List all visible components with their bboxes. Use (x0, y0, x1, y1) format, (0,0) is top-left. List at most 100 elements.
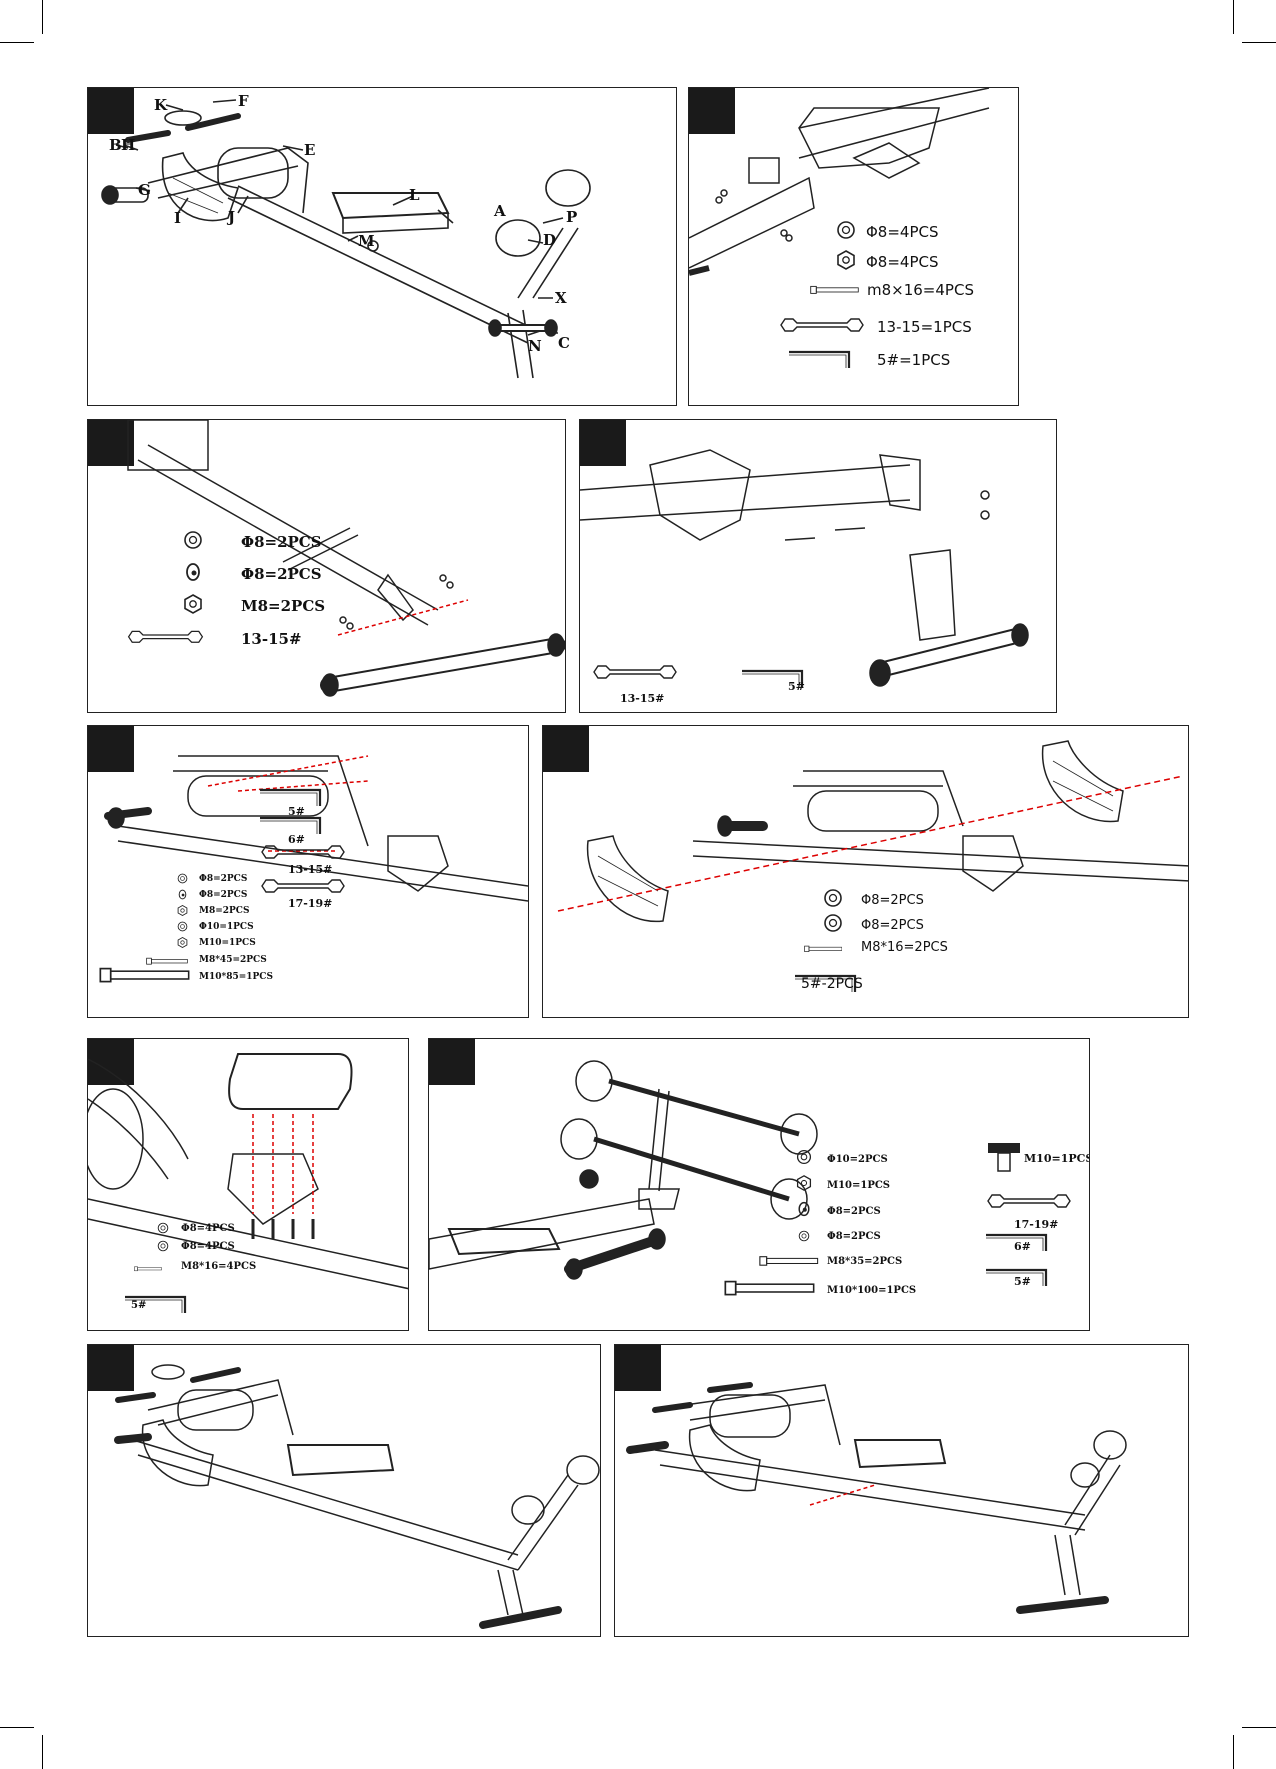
step-badge (429, 1039, 475, 1085)
washer-icon (173, 917, 191, 936)
tool-size-label: 17-19# (1014, 1218, 1059, 1231)
wrench-icon (258, 840, 348, 868)
crop-mark (42, 0, 43, 34)
washer-icon (789, 1149, 819, 1169)
part-row: Φ8=2PCS (813, 888, 924, 912)
bolt-icon (793, 938, 853, 957)
callout-label: K (154, 96, 168, 114)
part-row: Φ10=1PCS (173, 917, 254, 936)
part-row: M10*85=1PCS (98, 966, 273, 988)
part-quantity-label: m8×16=4PCS (867, 280, 974, 299)
step-badge (88, 420, 134, 466)
tool-item: 17-19# (258, 874, 348, 909)
step-panel-4: M8*55=1PCSM8*50=1PCSΦ8=2PCSM8=2PCS13-15#… (579, 419, 1057, 713)
bolt-icon (809, 280, 859, 299)
allen-key-icon (774, 346, 869, 374)
part-row: Φ8=4PCS (153, 1237, 235, 1256)
callout-label: I (174, 209, 182, 227)
part-row: Φ8=2PCS (173, 885, 247, 904)
part-row: M8*35=2PCS (759, 1252, 902, 1271)
step-badge (88, 726, 134, 772)
callout-label: G (138, 181, 151, 199)
washer-icon (789, 1227, 819, 1246)
part-quantity-label: Φ8=2PCS (241, 533, 322, 551)
part-quantity-label: M10=1PCS (827, 1179, 891, 1191)
part-row: M10=1PCS (173, 933, 256, 952)
tool-item: 13-15# (258, 840, 348, 875)
step-badge (88, 88, 134, 134)
part-quantity-label: M8=2PCS (241, 597, 326, 615)
part-row: Φ8=2PCS (173, 869, 247, 888)
rear-stabilizer-drawing (127, 420, 565, 697)
bolt-icon (759, 1252, 819, 1271)
nut-icon (834, 250, 858, 274)
part-quantity-label: M8=2PCS (199, 905, 250, 916)
washer-icon (153, 1219, 173, 1238)
step-badge (88, 1345, 134, 1391)
bolt-icon (719, 1279, 819, 1301)
part-row: 5#-2PCS (793, 970, 863, 998)
assembled-machine-drawing (114, 1364, 600, 1629)
part-row: Φ8=2PCS (153, 562, 322, 586)
wrench-icon (984, 1189, 1074, 1217)
allen-key-icon (258, 812, 328, 840)
part-quantity-label: Φ8=2PCS (861, 892, 924, 908)
seat-drawing (88, 1053, 408, 1290)
callout-label: C (558, 334, 570, 352)
crop-mark (1242, 1727, 1276, 1728)
part-row: 13-15# (98, 626, 302, 652)
crop-mark (0, 42, 34, 43)
callout-label: A (494, 202, 506, 220)
part-quantity-label: Φ8=2PCS (241, 565, 322, 583)
part-row: Φ8=4PCS (834, 220, 939, 244)
callout-label: D (543, 231, 557, 249)
part-quantity-label: Φ8=2PCS (861, 917, 924, 933)
allen-key-icon (984, 1264, 1054, 1292)
part-quantity-label: M10=1PCS (199, 937, 256, 948)
part-quantity-label: 13-15=1PCS (877, 318, 972, 336)
part-row: 13-15=1PCS (774, 313, 972, 341)
part-quantity-label: M8*16=2PCS (861, 940, 948, 955)
rear-bracket-drawing (689, 88, 990, 276)
callout-label: P (566, 208, 578, 226)
bolt-icon (98, 966, 191, 988)
part-row: M8*45=2PCS (143, 950, 267, 969)
part-quantity-label: Φ10=2PCS (827, 1153, 888, 1165)
step-panel-9 (87, 1344, 601, 1637)
part-row: 5# (123, 1291, 187, 1319)
part-quantity-label: 5# (131, 1299, 147, 1311)
front-stabilizer-drawing (580, 449, 1029, 687)
part-quantity-label: M10*85=1PCS (199, 972, 273, 983)
tool-item: 13-15# (590, 660, 680, 704)
part-quantity-label: M8*45=2PCS (199, 954, 267, 965)
tool-size-label: 5# (1014, 1275, 1031, 1288)
washer-icon (153, 530, 233, 554)
step-badge (615, 1345, 661, 1391)
part-quantity-label: Φ8=2PCS (199, 873, 248, 884)
part-row: M10=1PCS (789, 1175, 890, 1195)
nut-icon (153, 594, 233, 618)
part-row: Φ8=4PCS (153, 1219, 235, 1238)
tool-size-label: 6# (1014, 1240, 1031, 1253)
allen-key-icon (984, 1229, 1054, 1257)
step-badge (580, 420, 626, 466)
part-quantity-label: 5#=1PCS (877, 351, 951, 369)
tool-item: 17-19# (984, 1189, 1074, 1230)
washer-icon (813, 913, 853, 937)
curved-washer-icon (153, 562, 233, 586)
tool-item: 5# (740, 665, 810, 693)
rowing-machine-overview-drawing (101, 99, 591, 379)
tool-item: 6# (984, 1229, 1054, 1257)
crop-mark (1233, 1735, 1234, 1769)
part-quantity-label: M10*100=1PCS (827, 1284, 917, 1296)
tool-size-label: 6# (288, 833, 305, 846)
curved-washer-icon (789, 1201, 819, 1221)
tool-item: M10=1PCS (984, 1139, 1089, 1179)
tool-size-label: 13-15# (620, 692, 665, 705)
bolt-icon (143, 950, 191, 969)
step-badge (88, 1039, 134, 1085)
callout-label: M (358, 232, 375, 250)
callout-label: H (121, 136, 136, 154)
step-badge (543, 726, 589, 772)
part-quantity-label: Φ8=2PCS (827, 1231, 881, 1242)
